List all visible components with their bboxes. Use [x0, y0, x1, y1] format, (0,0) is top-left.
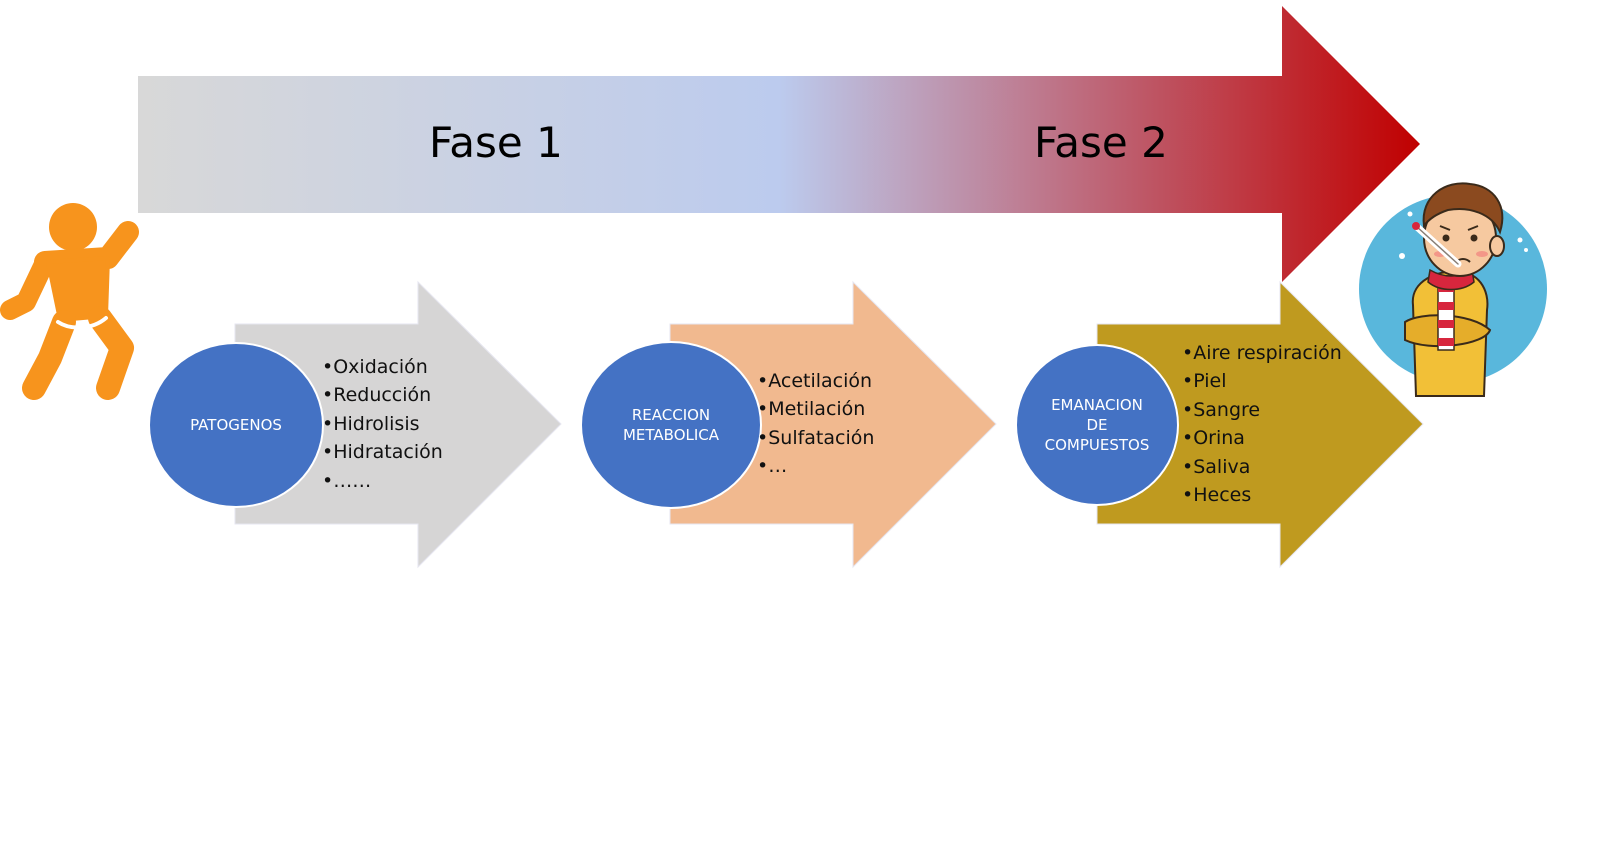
list-item: Reducción [322, 381, 443, 409]
running-person-icon [0, 203, 139, 400]
stage-2-item-list: Acetilación Metilación Sulfatación … [757, 367, 874, 481]
stage-2-circle: REACCION METABOLICA [580, 341, 762, 509]
phase-2-label: Fase 2 [1034, 118, 1168, 167]
stage-2-circle-label: REACCION METABOLICA [622, 406, 720, 444]
list-item: Hidrolisis [322, 410, 443, 438]
stage-3-circle-label: EMANACION DE COMPUESTOS [1044, 396, 1150, 454]
phase-arrow [138, 6, 1420, 282]
phase-1-label: Fase 1 [429, 118, 563, 167]
list-item: Heces [1182, 481, 1342, 509]
list-item: Saliva [1182, 453, 1342, 481]
stage-3-circle: EMANACION DE COMPUESTOS [1015, 344, 1179, 506]
list-item: Sangre [1182, 396, 1342, 424]
list-item: Sulfatación [757, 424, 874, 452]
stage-3-item-list: Aire respiración Piel Sangre Orina Saliv… [1182, 339, 1342, 509]
list-item: Hidratación [322, 438, 443, 466]
list-item: Piel [1182, 367, 1342, 395]
list-item: Acetilación [757, 367, 874, 395]
stage-1-circle-label: PATOGENOS [190, 416, 282, 434]
list-item: Orina [1182, 424, 1342, 452]
list-item: Aire respiración [1182, 339, 1342, 367]
stage-1-circle: PATOGENOS [148, 342, 324, 508]
list-item: Oxidación [322, 353, 443, 381]
list-item: …… [322, 467, 443, 495]
list-item: Metilación [757, 395, 874, 423]
stage-1-item-list: Oxidación Reducción Hidrolisis Hidrataci… [322, 353, 443, 495]
sick-boy-thermometer-icon [1359, 182, 1547, 397]
list-item: … [757, 452, 874, 480]
